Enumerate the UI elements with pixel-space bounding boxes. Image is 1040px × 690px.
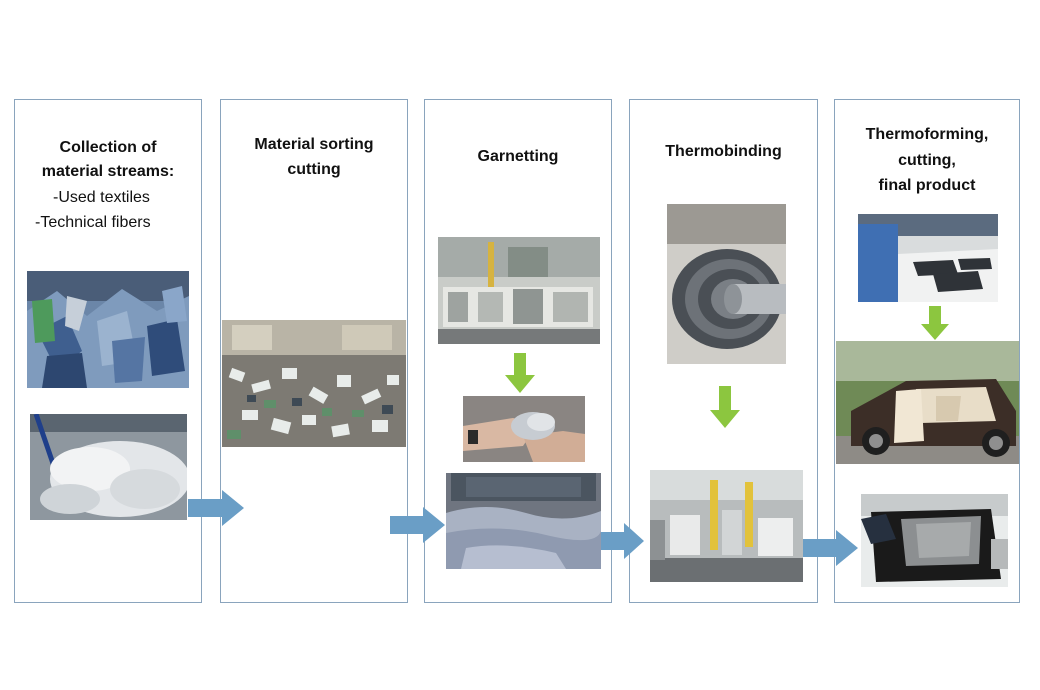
down-arrow-icon bbox=[921, 306, 949, 340]
technical-fibers-photo bbox=[30, 414, 187, 520]
panel-subtitle-line: -Used textiles bbox=[53, 189, 150, 206]
panel-title-line: material streams: bbox=[41, 163, 175, 180]
right-arrow-icon bbox=[390, 507, 445, 543]
panel-title-line: Thermobinding bbox=[665, 143, 782, 160]
down-arrow-icon bbox=[710, 386, 740, 428]
thermoformed-parts-photo bbox=[858, 214, 998, 302]
panel-title-line: Material sorting bbox=[254, 136, 374, 153]
right-arrow-icon bbox=[188, 490, 244, 526]
garnetted-web-photo bbox=[446, 473, 601, 569]
fibers-in-hands-photo bbox=[463, 396, 585, 462]
thermobinding-line-photo bbox=[650, 470, 803, 582]
panel-title-line: Garnetting bbox=[477, 148, 559, 165]
panel-subtitle-line: -Technical fibers bbox=[35, 214, 151, 231]
right-arrow-icon bbox=[601, 523, 644, 559]
down-arrow-icon bbox=[505, 353, 535, 393]
panel-title-line: cutting bbox=[287, 161, 341, 178]
panel-title-line: final product bbox=[878, 177, 976, 194]
thermobonded-roll-photo bbox=[667, 204, 786, 364]
used-textiles-photo bbox=[27, 271, 189, 388]
sorted-material-photo bbox=[222, 320, 406, 447]
right-arrow-icon bbox=[803, 530, 858, 566]
panel-title-line: Collection of bbox=[59, 139, 157, 156]
trunk-liner-photo bbox=[861, 494, 1008, 587]
panel-title-line: Thermoforming, bbox=[865, 126, 989, 143]
garnetting-machine-photo bbox=[438, 237, 600, 344]
panel-title-line: cutting, bbox=[898, 152, 956, 169]
car-interior-photo bbox=[836, 341, 1019, 464]
